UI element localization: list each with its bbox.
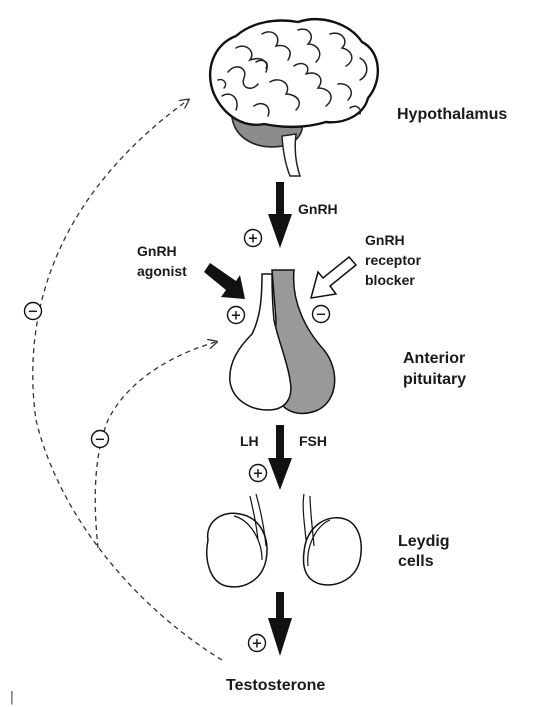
label-fsh: FSH	[299, 433, 327, 449]
sign-lh-fsh-stimulation: +	[250, 465, 267, 482]
svg-text:+: +	[253, 467, 264, 482]
sign-feedback-hypothalamus: −	[25, 303, 42, 320]
label-blocker-line1: GnRH	[365, 232, 405, 248]
blocker-arrow	[311, 257, 356, 298]
label-gnrh-agonist-line1: GnRH	[137, 243, 177, 259]
svg-text:−: −	[316, 308, 327, 323]
svg-text:+: +	[252, 637, 263, 652]
brain-icon	[210, 19, 378, 176]
testosterone-arrow	[268, 592, 292, 656]
sign-agonist-effect: +	[228, 307, 245, 324]
sign-blocker-effect: −	[313, 306, 330, 323]
label-leydig-line1: Leydig	[398, 533, 450, 550]
lh-fsh-arrow	[268, 425, 292, 490]
label-anterior-pituitary-line2: pituitary	[403, 371, 466, 388]
sign-gnrh-stimulation: +	[245, 230, 262, 247]
text-cursor: |	[8, 690, 16, 705]
label-gnrh-agonist-line2: agonist	[137, 263, 187, 279]
sign-testosterone-production: +	[249, 635, 266, 652]
label-blocker-line2: receptor	[365, 252, 422, 268]
svg-text:+: +	[248, 232, 259, 247]
svg-text:−: −	[95, 433, 106, 448]
label-lh: LH	[240, 433, 259, 449]
agonist-arrow	[204, 263, 245, 299]
label-blocker-line3: blocker	[365, 272, 415, 288]
feedback-line-hypothalamus	[33, 100, 222, 660]
svg-text:+: +	[231, 309, 242, 324]
feedback-line-pituitary	[95, 342, 216, 548]
label-hypothalamus: Hypothalamus	[397, 106, 507, 123]
testes-icon	[207, 494, 361, 587]
gnrh-arrow	[268, 182, 292, 248]
label-leydig-line2: cells	[398, 553, 434, 570]
sign-feedback-pituitary: −	[92, 431, 109, 448]
svg-text:−: −	[28, 305, 39, 320]
left-testis	[207, 513, 267, 587]
label-anterior-pituitary-line1: Anterior	[403, 350, 465, 367]
label-gnrh: GnRH	[298, 201, 338, 217]
label-testosterone: Testosterone	[226, 677, 325, 694]
